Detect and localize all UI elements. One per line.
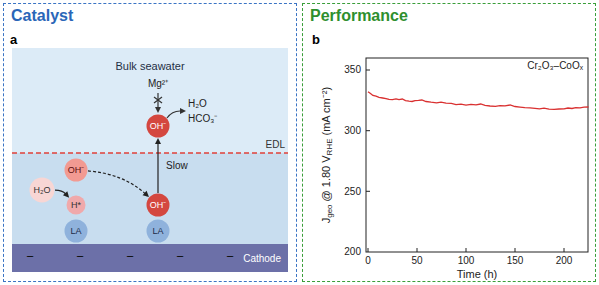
electrode-label: Cathode	[243, 253, 281, 264]
series-label: Cr₂O₃–CoOₓ	[527, 60, 583, 72]
seawater-band: Bulk seawaterOH⁻	[12, 48, 288, 153]
tick-label: 200	[556, 255, 573, 267]
product-label: HCO₃⁻	[188, 113, 217, 125]
ion-label: Mg²⁺	[148, 78, 168, 90]
adsorbed-hydrogen: H*	[66, 195, 86, 215]
panel-heading: Catalyst	[11, 6, 289, 25]
axis-tick	[515, 248, 516, 252]
axis-tick	[466, 248, 467, 252]
connector	[55, 190, 69, 198]
panel-letter: b	[312, 33, 320, 48]
tick-label: 100	[458, 255, 475, 267]
connector-line	[55, 190, 66, 194]
circle-shape	[147, 194, 170, 217]
arrow-head	[180, 108, 186, 114]
panel-box: Performance	[302, 3, 596, 282]
connector-line	[88, 171, 145, 194]
connector	[88, 171, 149, 197]
tick-label: 300	[344, 125, 361, 137]
circle-shape	[65, 159, 88, 182]
hydroxide-ion: OH⁻	[64, 158, 88, 182]
axis-tick	[368, 248, 369, 252]
site-label: LA	[70, 227, 81, 236]
circle-shape	[147, 220, 170, 243]
axis-tick	[366, 70, 370, 71]
connector-line	[157, 143, 158, 193]
axis-tick	[366, 191, 370, 192]
panel-box: CatalystBulk seawaterOH⁻OH⁻H₂OH*OH⁻LALAC…	[3, 3, 297, 282]
tick-label: 0	[365, 255, 371, 267]
arrow-head	[63, 191, 69, 197]
ion-label: OH⁻	[150, 201, 167, 210]
block-cross	[154, 97, 162, 103]
axis-title: RHE	[325, 139, 334, 156]
axis-title: geo	[325, 204, 334, 217]
hydroxide-ion: OH⁻	[146, 114, 170, 138]
ion-label: OH⁻	[68, 166, 85, 175]
layer-label: EDL	[266, 139, 285, 151]
ion-label: OH⁻	[150, 122, 167, 131]
tick-label: 200	[344, 246, 361, 258]
reaction-arrow	[167, 111, 180, 118]
water-molecule: H₂O	[29, 177, 55, 203]
charge-sign: −	[226, 250, 234, 265]
data-line	[368, 92, 589, 110]
lewis-acid-site: LA	[146, 219, 170, 243]
axis-tick	[366, 130, 370, 131]
axis-title-group: Jgeo @ 1.80 VRHE (mA cm⁻²)	[320, 87, 334, 223]
arrow-head	[155, 138, 161, 144]
axis-title: Time (h)	[457, 268, 498, 281]
arrow-head	[155, 107, 161, 113]
lewis-acid-site: LA	[64, 219, 88, 243]
tick-label: 50	[411, 255, 422, 267]
product-label: H₂O	[188, 98, 207, 110]
tick-label: 350	[344, 64, 361, 76]
axis-tick	[564, 248, 565, 252]
tick-label: 150	[507, 255, 524, 267]
circle-shape	[67, 196, 86, 215]
cathode-bar: Cathode	[12, 244, 288, 272]
panel-heading: Performance	[310, 6, 588, 25]
charge-sign: −	[176, 250, 184, 265]
species-label: H*	[71, 201, 81, 210]
double-layer-region	[12, 153, 288, 244]
charge-sign: −	[126, 250, 134, 265]
charge-sign: −	[26, 250, 34, 265]
circle-shape	[147, 115, 170, 138]
region-label: Bulk seawater	[115, 60, 184, 72]
plot-frame	[366, 58, 588, 252]
axis-tick	[417, 248, 418, 252]
bulk-region	[12, 48, 288, 153]
axis-title: J	[320, 218, 332, 224]
block-cross	[154, 97, 162, 103]
charge-sign: −	[76, 250, 84, 265]
hydroxide-ion: OH⁻	[146, 193, 170, 217]
arrow-head	[143, 191, 149, 197]
panel-letter: a	[10, 33, 17, 48]
molecule-label: H₂O	[34, 186, 51, 195]
site-label: LA	[152, 227, 163, 236]
axis-title: @ 1.80 V	[320, 155, 332, 201]
connector	[155, 138, 161, 193]
axis-title: (mA cm⁻²)	[320, 87, 332, 136]
edl-line	[12, 152, 288, 153]
circle-shape	[65, 220, 88, 243]
edge-label: Slow	[166, 160, 188, 172]
circle-shape	[30, 178, 55, 203]
tick-label: 250	[344, 186, 361, 198]
